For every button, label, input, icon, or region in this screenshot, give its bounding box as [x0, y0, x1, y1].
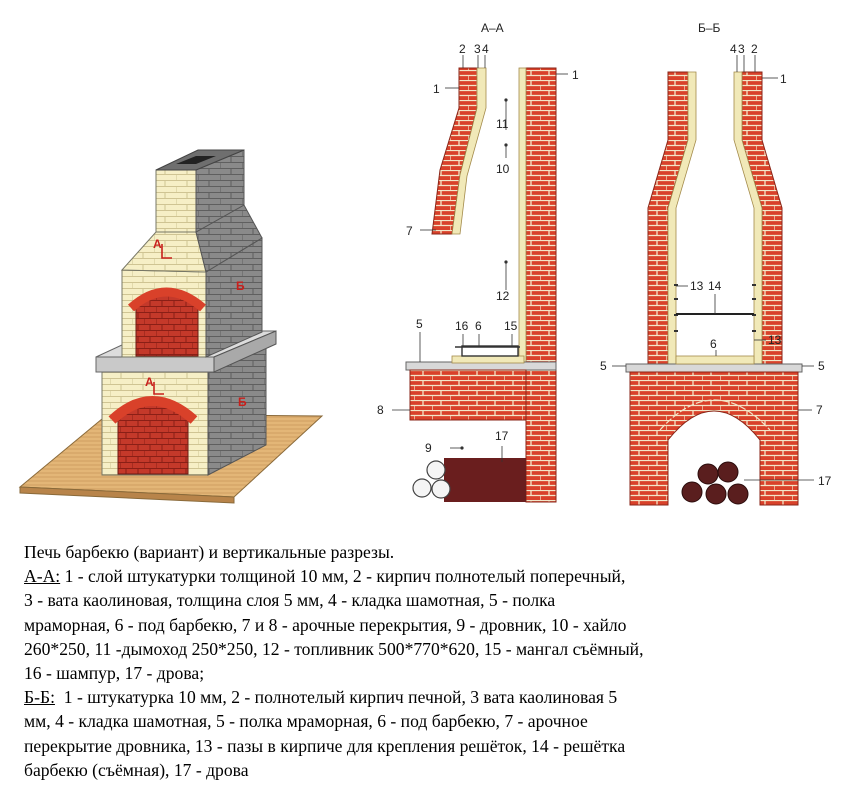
aa-label-4: 4: [482, 42, 489, 56]
section-aa: А–А: [377, 21, 579, 503]
bb-label-17: 17: [818, 474, 832, 488]
caption-bb-line-4: барбекю (съёмная), 17 - дрова: [24, 759, 249, 780]
section-marker-side-upper: Б: [236, 279, 245, 293]
marble-shelf-front: [95, 356, 215, 373]
aa-label-15: 15: [504, 319, 518, 333]
caption-bb-heading: Б-Б:: [24, 687, 55, 708]
caption-bb-line-1: Б-Б: 1 - штукатурка 10 мм, 2 - полнотелы…: [24, 685, 836, 709]
caption-aa-text-1: 1 - слой штукатурки толщиной 10 мм, 2 - …: [60, 566, 626, 587]
bb-label-2: 2: [751, 42, 758, 56]
bb-label-4: 4: [730, 42, 737, 56]
aa-label-8: 8: [377, 403, 384, 417]
aa-rear-wall-brick: [525, 67, 557, 503]
section-bb: Б–Б: [600, 21, 832, 506]
aa-grill: [461, 345, 519, 357]
aa-label-1a: 1: [433, 82, 440, 96]
aa-rear-wall-lining: [518, 67, 527, 365]
aa-label-2: 2: [459, 42, 466, 56]
section-marker-upper: А: [153, 237, 172, 259]
caption-bb-line-3: перекрытие дровника, 13 - пазы в кирпиче…: [24, 735, 626, 756]
svg-text:Б: Б: [238, 395, 247, 409]
floor-edge: [19, 486, 235, 504]
chimney-front: [155, 169, 197, 233]
svg-text:А: А: [145, 375, 154, 389]
aa-label-1b: 1: [572, 68, 579, 82]
lower-arch-opening: [117, 404, 189, 475]
aa-label-3: 3: [474, 42, 481, 56]
svg-text:Б: Б: [236, 279, 245, 293]
bb-label-13a: 13: [690, 279, 704, 293]
bb-label-14: 14: [708, 279, 722, 293]
bb-label-6: 6: [710, 337, 717, 351]
oven-3d-view: А А Б Б: [18, 149, 324, 504]
bb-label-1: 1: [780, 72, 787, 86]
caption-aa-line-1: А-А: 1 - слой штукатурки толщиной 10 мм,…: [24, 564, 836, 588]
hood-front: [120, 231, 207, 273]
bb-logs: [681, 461, 749, 505]
aa-label-6: 6: [475, 319, 482, 333]
aa-hearth-arch: [409, 369, 527, 421]
aa-woodbox: [444, 458, 526, 502]
aa-label-9: 9: [425, 441, 432, 455]
aa-label-16: 16: [455, 319, 469, 333]
bb-label-5a: 5: [600, 359, 607, 373]
aa-logs: [412, 460, 451, 499]
section-marker-side-lower: Б: [238, 395, 247, 409]
bb-label-7: 7: [816, 403, 823, 417]
bb-label-13b: 13: [768, 333, 782, 347]
svg-text:А: А: [153, 237, 162, 251]
caption-aa-line-2: 3 - вата каолиновая, толщина слоя 5 мм, …: [24, 590, 556, 611]
lower-arch-bricks: [108, 396, 198, 424]
bb-label-3: 3: [738, 42, 745, 56]
chimney-flue: [176, 156, 216, 164]
aa-label-10: 10: [496, 162, 510, 176]
caption-aa-line-3: мраморная, 6 - под барбекю, 7 и 8 - ароч…: [24, 614, 627, 635]
upper-arch-bricks: [127, 287, 206, 312]
marble-shelf-side: [213, 330, 277, 373]
aa-label-17: 17: [495, 429, 509, 443]
bb-base-arch: [629, 371, 799, 506]
caption-aa-line-4: 260*250, 11 -дымоход 250*250, 12 - топли…: [24, 638, 644, 659]
figure-caption: Печь барбекю (вариант) и вертикальные ра…: [24, 540, 836, 782]
caption-bb-text-1: 1 - штукатурка 10 мм, 2 - полнотелый кир…: [54, 687, 618, 708]
aa-leader-dots: [460, 98, 508, 450]
bb-label-5b: 5: [818, 359, 825, 373]
aa-hearth-lining: [451, 355, 525, 364]
caption-aa-heading: А-А:: [24, 566, 61, 587]
section-aa-title: А–А: [481, 21, 504, 35]
caption-title: Печь барбекю (вариант) и вертикальные ра…: [24, 542, 395, 562]
aa-leaders: [392, 55, 568, 462]
upper-arch-opening: [135, 294, 199, 357]
bb-leaders: [612, 55, 814, 481]
aa-flue-lining: [451, 67, 487, 235]
bb-arch-voussoirs: [659, 399, 771, 431]
aa-label-11: 11: [496, 117, 509, 131]
aa-label-12: 12: [496, 289, 510, 303]
caption-aa-line-5: 16 - шампур, 17 - дрова;: [24, 663, 205, 684]
aa-label-5: 5: [416, 317, 423, 331]
barbecue-oven-illustration: А А Б Б А–А: [18, 21, 832, 506]
aa-label-7: 7: [406, 224, 413, 238]
section-bb-title: Б–Б: [698, 21, 721, 35]
section-marker-lower: А: [145, 375, 164, 395]
caption-bb-line-2: мм, 4 - кладка шамотная, 5 - полка мрамо…: [24, 711, 588, 732]
bb-hearth-lining: [675, 355, 755, 365]
bb-marble-shelf: [625, 363, 803, 373]
